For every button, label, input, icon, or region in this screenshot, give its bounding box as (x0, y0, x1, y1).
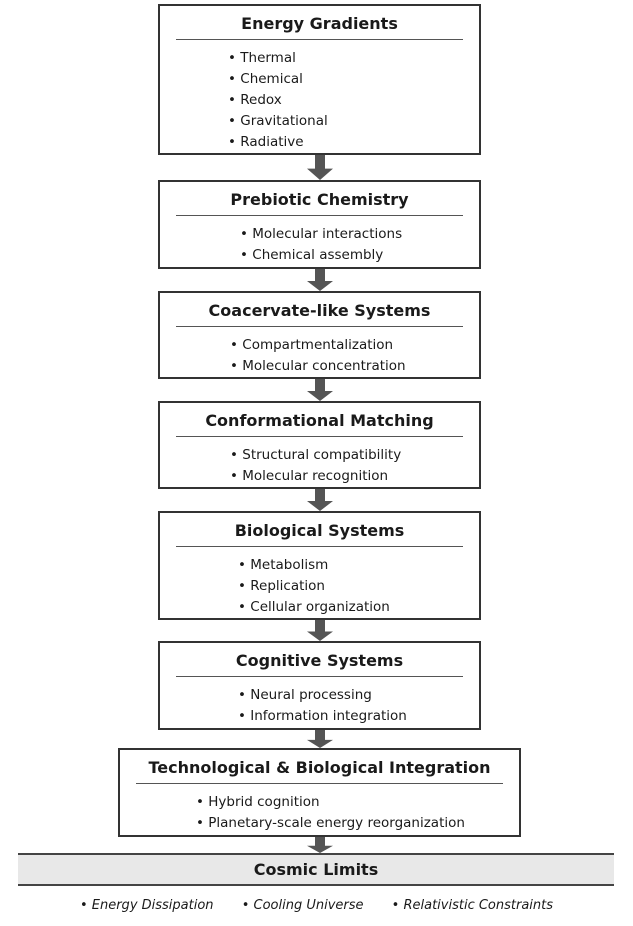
title-underline (176, 39, 463, 40)
down-arrow-icon (307, 730, 333, 748)
stage-box: Coacervate-like SystemsCompartmentalizat… (158, 291, 481, 379)
cosmic-limits-band: Cosmic Limits (18, 853, 614, 886)
stage-box: Biological SystemsMetabolismReplicationC… (158, 511, 481, 620)
stage-title: Conformational Matching (205, 411, 434, 430)
stage-items: Neural processingInformation integration (238, 685, 407, 727)
limit-item: Cooling Universe (242, 898, 364, 913)
down-arrow-icon (307, 837, 333, 853)
stage-item: Molecular concentration (230, 356, 405, 377)
stage-item: Compartmentalization (230, 335, 406, 356)
stage-item: Hybrid cognition (196, 792, 465, 813)
stage-item: Metabolism (238, 555, 390, 576)
cosmic-limits-list: Energy Dissipation Cooling Universe Rela… (0, 898, 633, 913)
stage-box: Cognitive SystemsNeural processingInform… (158, 641, 481, 730)
title-underline (176, 215, 463, 216)
stage-items: Molecular interactionsChemical assembly (240, 224, 402, 266)
stage-item: Information integration (238, 706, 407, 727)
stage-item: Replication (238, 576, 390, 597)
stage-title: Energy Gradients (241, 14, 398, 33)
stage-items: CompartmentalizationMolecular concentrat… (230, 335, 406, 377)
stage-item: Molecular interactions (240, 224, 402, 245)
down-arrow-icon (307, 379, 333, 401)
band-title: Cosmic Limits (253, 860, 379, 879)
stage-item: Neural processing (238, 685, 407, 706)
stage-title: Biological Systems (234, 521, 405, 540)
stage-items: ThermalChemicalRedoxGravitationalRadiati… (228, 48, 328, 153)
stage-title: Technological & Biological Integration (148, 758, 491, 777)
stage-box: Prebiotic ChemistryMolecular interaction… (158, 180, 481, 269)
stage-item: Gravitational (228, 111, 327, 132)
down-arrow-icon (307, 269, 333, 291)
stage-items: Structural compatibilityMolecular recogn… (230, 445, 401, 487)
stage-item: Thermal (228, 48, 328, 69)
stage-item: Cellular organization (238, 597, 390, 618)
stage-box: Conformational MatchingStructural compat… (158, 401, 481, 489)
stage-item: Redox (228, 90, 328, 111)
title-underline (136, 783, 503, 784)
stage-item: Chemical (228, 69, 328, 90)
stage-item: Planetary-scale energy reorganization (196, 813, 465, 834)
stage-items: MetabolismReplicationCellular organizati… (238, 555, 390, 618)
title-underline (176, 436, 463, 437)
title-underline (176, 326, 463, 327)
stage-title: Cognitive Systems (235, 651, 404, 670)
down-arrow-icon (307, 620, 333, 641)
down-arrow-icon (307, 489, 333, 511)
stage-title: Coacervate-like Systems (208, 301, 431, 320)
stage-item: Radiative (228, 132, 328, 153)
stage-box: Technological & Biological IntegrationHy… (118, 748, 521, 837)
title-underline (176, 546, 463, 547)
stage-item: Chemical assembly (240, 245, 402, 266)
stage-items: Hybrid cognitionPlanetary-scale energy r… (196, 792, 465, 834)
limit-item: Relativistic Constraints (392, 898, 553, 913)
down-arrow-icon (307, 155, 333, 180)
stage-box: Energy GradientsThermalChemicalRedoxGrav… (158, 4, 481, 155)
stage-title: Prebiotic Chemistry (230, 190, 409, 209)
stage-item: Structural compatibility (230, 445, 401, 466)
limit-item: Energy Dissipation (80, 898, 214, 913)
stage-item: Molecular recognition (230, 466, 401, 487)
title-underline (176, 676, 463, 677)
